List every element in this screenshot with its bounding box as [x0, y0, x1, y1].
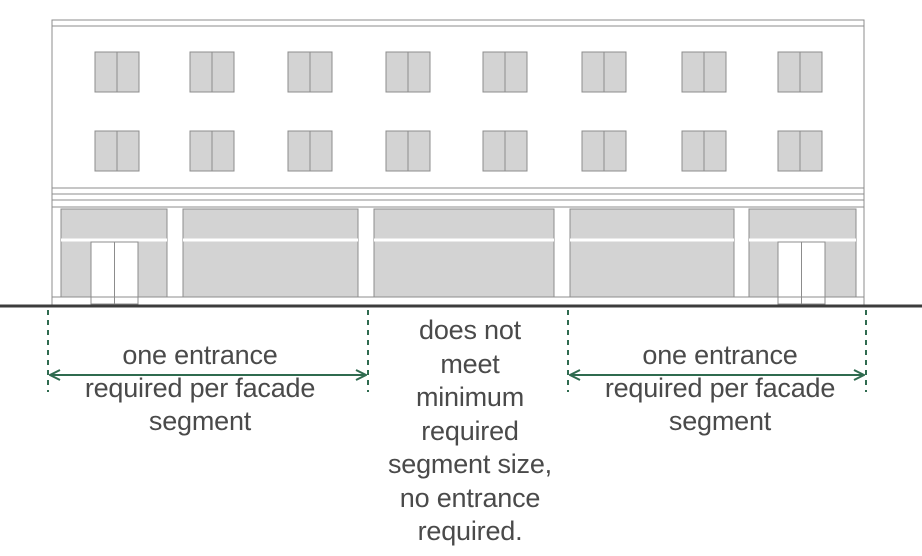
- upper-window: [189, 51, 235, 93]
- right-segment-label: one entrance required per facade segment: [560, 339, 880, 438]
- upper-window: [681, 130, 727, 172]
- upper-window: [777, 51, 823, 93]
- segment-boundaries: [47, 310, 867, 392]
- upper-window: [287, 51, 333, 93]
- upper-window: [581, 51, 627, 93]
- upper-window: [681, 51, 727, 93]
- storefront-4: [569, 208, 735, 298]
- middle-segment-label: does not meet minimum required segment s…: [370, 314, 570, 549]
- storefront-glass: [569, 208, 735, 298]
- upper-windows: [94, 51, 823, 172]
- upper-window: [482, 130, 528, 172]
- upper-window: [482, 51, 528, 93]
- upper-window: [385, 51, 431, 93]
- storefront-5: [748, 208, 857, 305]
- upper-window: [94, 51, 140, 93]
- upper-window: [385, 130, 431, 172]
- label-line: segment: [668, 406, 772, 436]
- upper-window: [777, 130, 823, 172]
- upper-window: [287, 130, 333, 172]
- storefront-1: [60, 208, 168, 305]
- storefronts: [52, 208, 864, 305]
- label-line: one entrance: [122, 340, 278, 370]
- label-line: segment size,: [388, 449, 552, 479]
- storefront-2: [182, 208, 359, 298]
- storefront-glass: [182, 208, 359, 298]
- label-line: required: [421, 415, 519, 446]
- label-line: required.: [417, 516, 523, 546]
- label-line: meet: [440, 348, 500, 379]
- label-line: segment: [148, 406, 252, 436]
- label-line: one entrance: [642, 340, 798, 370]
- upper-window: [581, 130, 627, 172]
- storefront-glass: [373, 208, 555, 298]
- storefront-3: [373, 208, 555, 298]
- label-line: required per facade: [604, 373, 836, 403]
- label-line: required per facade: [84, 373, 316, 403]
- label-line: minimum: [415, 382, 525, 412]
- label-line: no entrance: [399, 482, 541, 513]
- upper-window: [189, 130, 235, 172]
- upper-window: [94, 130, 140, 172]
- left-segment-label: one entrance required per facade segment: [40, 339, 360, 438]
- label-line: does not: [419, 315, 521, 345]
